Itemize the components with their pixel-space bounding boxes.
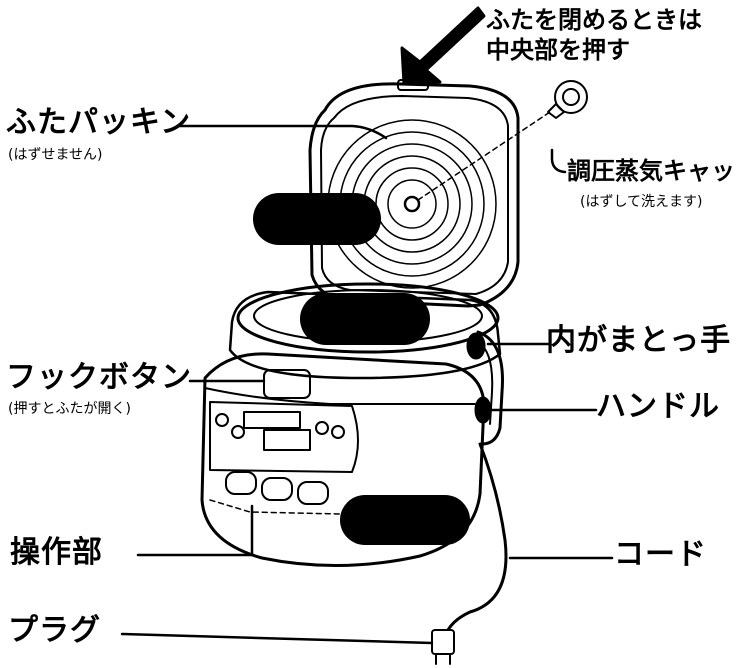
lid-packing-note: (はずせません) [8, 147, 103, 163]
lid-note-line2: 中央部を押す [486, 36, 630, 64]
handle-shape [476, 330, 504, 446]
press-arrow-icon [400, 6, 486, 86]
steam-cap-dash [417, 111, 551, 201]
hook-button-label: フックボタン [6, 360, 192, 395]
leader-lid-packing [176, 124, 388, 140]
body-top-rim [228, 290, 502, 380]
steam-cap-label: 調圧蒸気キャップ [567, 157, 737, 185]
cord-shape [442, 442, 508, 642]
control-panel-label: 操作部 [10, 535, 103, 570]
plug-icon [431, 629, 455, 665]
lid-inner [320, 95, 509, 295]
control-panel-dash [209, 499, 363, 515]
redaction-block-lid [253, 193, 381, 245]
redaction-block-body [340, 495, 470, 545]
plug-label: プラグ [8, 613, 101, 648]
cord-label: コード [614, 537, 707, 572]
redaction-block-rim [300, 293, 430, 345]
lid-latch [397, 79, 429, 91]
lid-note-line1: ふたを閉めるときは [486, 6, 702, 34]
handle-label: ハンドル [596, 389, 720, 424]
hook-button-note: (押すとふたが開く) [8, 401, 131, 417]
inner-pot-rim [236, 282, 500, 354]
steam-cap-note: (はずして洗えます) [580, 194, 703, 210]
leader-control-panel [136, 504, 254, 557]
leader-plug [120, 632, 434, 645]
control-panel-outline [209, 401, 359, 473]
steam-cap-icon [547, 80, 588, 119]
lid-packing-label: ふたパッキン [6, 105, 192, 140]
lid-outline [308, 82, 520, 308]
inner-pot-handle-label: 内がまとっ手 [546, 323, 732, 358]
hook-button-shape [263, 369, 311, 399]
leader-steam-cap [550, 148, 567, 174]
